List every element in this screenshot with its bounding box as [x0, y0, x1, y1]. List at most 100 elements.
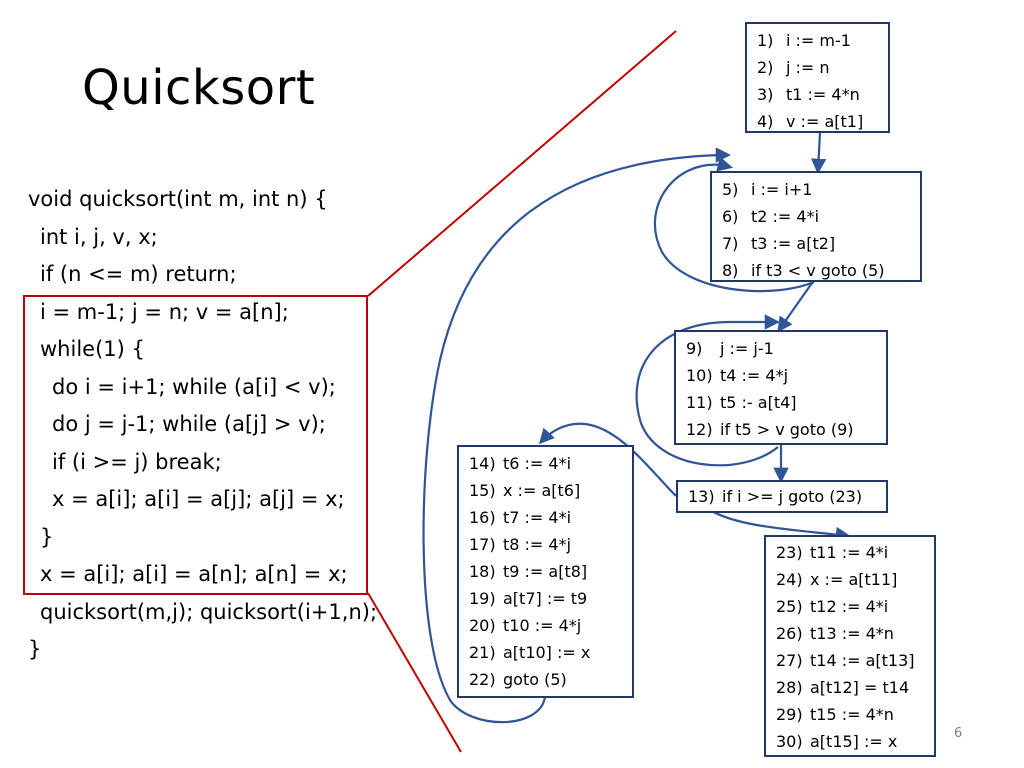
block-row: 19)a[t7] := t9 [469, 585, 626, 612]
stmt-number: 10) [686, 366, 713, 385]
stmt-text: t10 := 4*j [503, 616, 582, 635]
arrow-b1-b2 [810, 132, 827, 175]
stmt-text: t6 := 4*i [503, 454, 572, 473]
code-line: quicksort(m,j); quicksort(i+1,n); [40, 599, 378, 624]
page-number: 6 [954, 726, 963, 741]
block-row: 2)j := n [757, 54, 882, 81]
block-row: 17) t8 := 4*j [469, 531, 626, 558]
stmt-number: 9) [686, 339, 703, 358]
block-row: 7) t3 := a[t2] [722, 230, 914, 257]
stmt-text: if t3 < v goto (5) [751, 261, 885, 280]
code-line: void quicksort(int m, int n) { [28, 187, 328, 211]
block-row: 23) t11 := 4*i [776, 539, 928, 566]
stmt-number: 18) [469, 562, 496, 581]
code-line: do j = j-1; while (a[j] > v); [52, 412, 326, 436]
stmt-number: 5) [722, 180, 739, 199]
block-row: 12) if t5 > v goto (9) [686, 416, 880, 443]
code-line: } [40, 524, 54, 549]
stmt-number: 14) [469, 454, 496, 473]
stmt-text: t2 := 4*i [751, 207, 820, 226]
stmt-number: 11) [686, 393, 713, 412]
stmt-text: a[t10] := x [503, 643, 591, 662]
stmt-number: 1) [757, 31, 774, 50]
block-row: 11)t5 :- a[t4] [686, 389, 880, 416]
highlight-box [23, 295, 368, 595]
stmt-text: t3 := a[t2] [751, 234, 836, 253]
block-row: 28) a[t12] = t14 [776, 674, 928, 701]
stmt-number: 30) [776, 732, 803, 751]
stmt-text: if i >= j goto (23) [722, 487, 863, 506]
stmt-number: 20) [469, 616, 496, 635]
block-b5: 14)t6 := 4*i 15)x := a[t6] 16)t7 := 4*i … [457, 445, 634, 698]
block-row: 8) if t3 < v goto (5) [722, 257, 914, 284]
stmt-text: i := m-1 [786, 31, 851, 50]
stmt-text: j := j-1 [720, 339, 774, 358]
code-line: x = a[i]; a[i] = a[j]; a[j] = x; [52, 487, 345, 511]
stmt-number: 26) [776, 624, 803, 643]
code-line: do i = i+1; while (a[i] < v); [52, 374, 336, 399]
arrow-b2-b3 [777, 282, 813, 333]
stmt-text: t11 := 4*i [810, 543, 889, 562]
stmt-number: 15) [469, 481, 496, 500]
stmt-number: 25) [776, 597, 803, 616]
stmt-text: i := i+1 [751, 180, 813, 199]
block-row: 20) t10 := 4*j [469, 612, 626, 639]
stmt-number: 24) [776, 570, 803, 589]
block-b1: 1) i := m-1 2)j := n 3) t1 := 4*n 4) v := a… [745, 22, 890, 133]
zoom-line-bottom [367, 592, 462, 753]
block-b6: 23)t11 := 4*i 24)x := a[t11] 25)t12 := 4… [764, 535, 936, 757]
stmt-text: t8 := 4*j [503, 535, 572, 554]
stmt-text: t7 := 4*i [503, 508, 572, 527]
stmt-number: 22) [469, 670, 496, 689]
stmt-number: 12) [686, 420, 713, 439]
stmt-text: t12 := 4*i [810, 597, 889, 616]
block-row: 14) t6 := 4*i [469, 450, 626, 477]
block-row: 18) t9 := a[t8] [469, 558, 626, 585]
stmt-text: t13 := 4*n [810, 624, 894, 643]
block-b3: 9) j := j-1 10) t4 := 4*j 11)t5 :- a[t4] 1… [674, 330, 888, 445]
stmt-number: 6) [722, 207, 739, 226]
code-line: if (i >= j) break; [52, 449, 222, 474]
block-row: 9) j := j-1 [686, 335, 880, 362]
stmt-number: 7) [722, 234, 739, 253]
stmt-number: 2) [757, 58, 774, 77]
block-row: 3) t1 := 4*n [757, 81, 882, 108]
stmt-number: 17) [469, 535, 496, 554]
block-row: 10) t4 := 4*j [686, 362, 880, 389]
stmt-number: 8) [722, 261, 739, 280]
block-row: 22)goto (5) [469, 666, 626, 693]
code-line: } [28, 637, 42, 661]
stmt-text: t4 := 4*j [720, 366, 789, 385]
stmt-number: 4) [757, 112, 774, 131]
block-row: 16) t7 := 4*i [469, 504, 626, 531]
stmt-text: a[t12] = t14 [810, 678, 910, 697]
block-row: 13) if i >= j goto (23) [688, 483, 880, 510]
code-line: while(1) { [40, 337, 145, 361]
stmt-text: t9 := a[t8] [503, 562, 588, 581]
stmt-number: 16) [469, 508, 496, 527]
zoom-line-top [367, 30, 677, 297]
stmt-number: 3) [757, 85, 774, 104]
block-row: 5) i := i+1 [722, 176, 914, 203]
block-row: 15)x := a[t6] [469, 477, 626, 504]
stmt-text: t14 := a[t13] [810, 651, 915, 670]
stmt-text: v := a[t1] [786, 112, 864, 131]
block-b2: 5) i := i+1 6) t2 := 4*i 7) t3 := a[t2] 8) i… [710, 171, 922, 282]
block-row: 27)t14 := a[t13] [776, 647, 928, 674]
stmt-number: 23) [776, 543, 803, 562]
stmt-text: if t5 > v goto (9) [720, 420, 854, 439]
block-row: 29)t15 := 4*n [776, 701, 928, 728]
block-row: 26) t13 := 4*n [776, 620, 928, 647]
stmt-text: a[t15] := x [810, 732, 898, 751]
code-listing: void quicksort(int m, int n) { int i, j,… [28, 181, 377, 669]
block-row: 4) v := a[t1] [757, 108, 882, 135]
block-row: 1) i := m-1 [757, 27, 882, 54]
code-line: int i, j, v, x; [40, 224, 158, 249]
stmt-number: 28) [776, 678, 803, 697]
slide-title: Quicksort [82, 60, 316, 116]
stmt-text: t1 := 4*n [786, 85, 860, 104]
arrow-b4-b6 [709, 509, 852, 543]
stmt-number: 19) [469, 589, 496, 608]
code-line: i = m-1; j = n; v = a[n]; [40, 299, 289, 324]
stmt-number: 13) [688, 487, 715, 506]
